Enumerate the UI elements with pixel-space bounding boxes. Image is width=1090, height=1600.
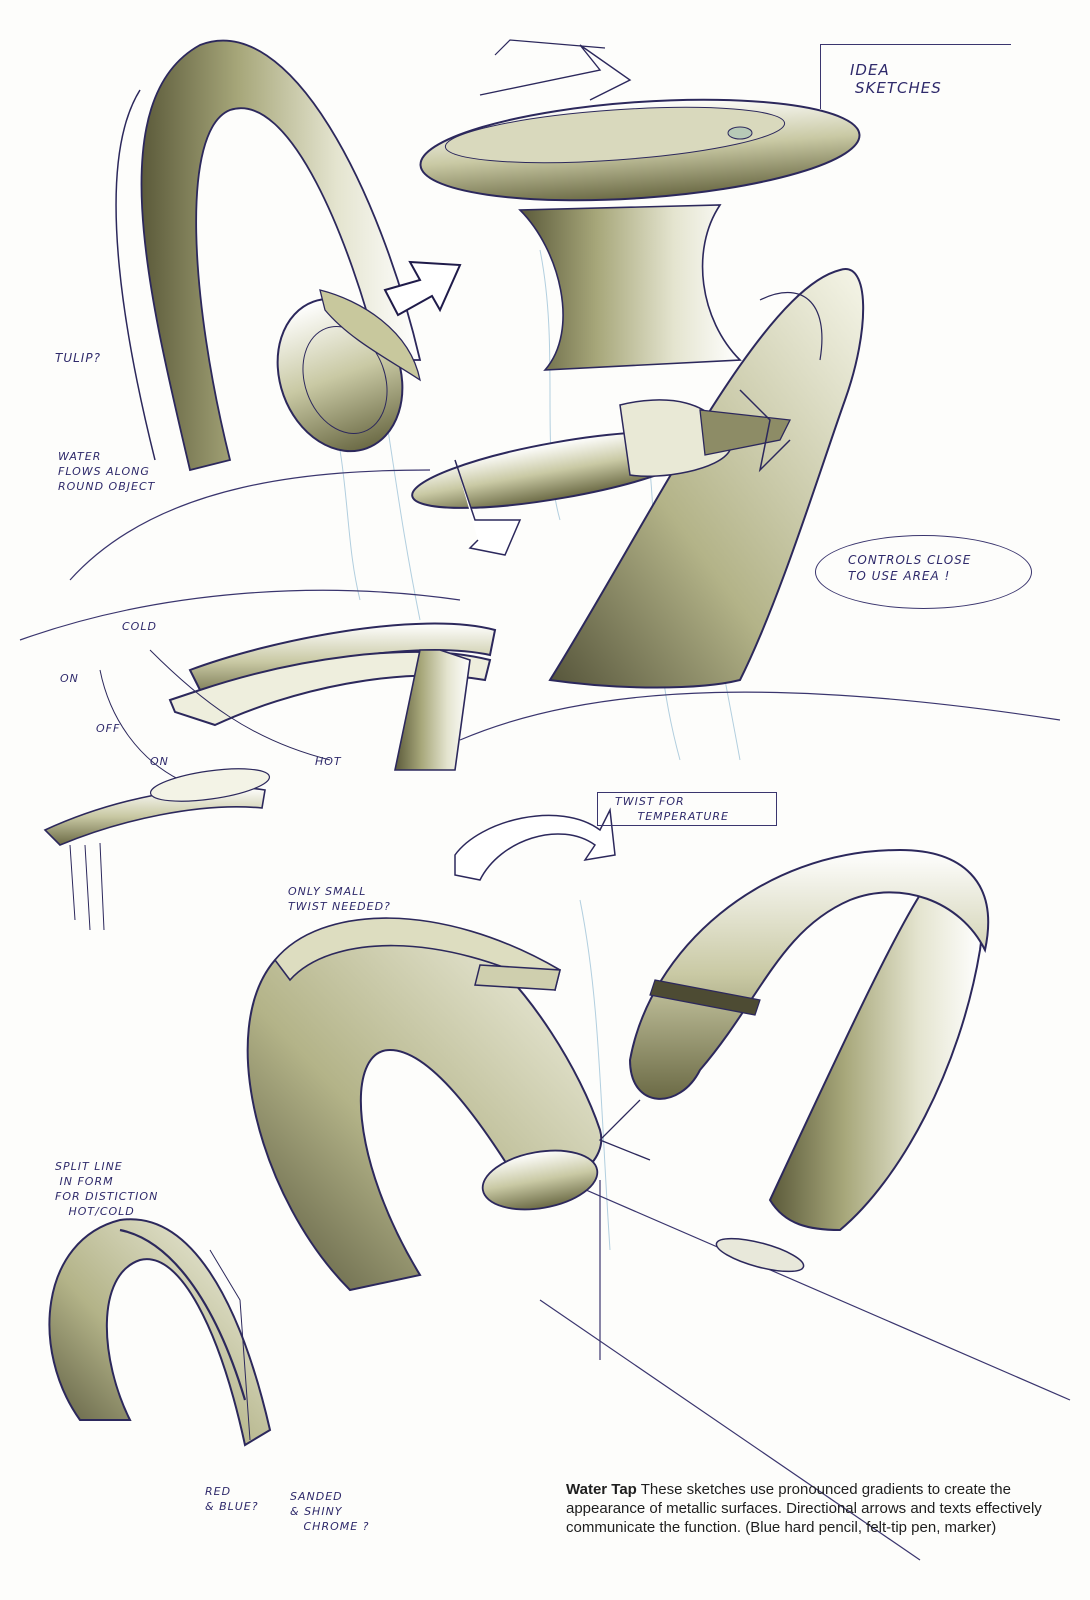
annotation-twist-temperature: TWIST FOR TEMPERATURE	[615, 795, 729, 823]
caption-text: These sketches use pronounced gradients …	[566, 1481, 1042, 1536]
controls-callout-ellipse	[815, 535, 1032, 609]
arched-spout-sketch	[115, 39, 422, 472]
title-line-1: IDEA	[850, 61, 890, 79]
annotation-split-line: SPLIT LINE IN FORM FOR DISTICTION HOT/CO…	[55, 1160, 159, 1218]
figure-caption: Water Tap These sketches use pronounced …	[566, 1480, 1076, 1537]
thick-arch-tap-sketch	[246, 917, 603, 1292]
swan-neck-tap-sketch	[411, 268, 865, 689]
annotation-controls: CONTROLS CLOSE TO USE AREA !	[848, 553, 972, 584]
annotation-cold: COLD	[122, 620, 157, 633]
annotation-sanded-chrome: SANDED & SHINY CHROME ?	[290, 1490, 370, 1533]
annotation-water-flow: WATER FLOWS ALONG ROUND OBJECT	[58, 450, 156, 493]
annotation-on-bottom: ON	[150, 755, 169, 768]
disc-tap-sketch	[419, 39, 861, 371]
annotation-on-top: ON	[60, 672, 79, 685]
twist-temperature-box	[597, 792, 777, 826]
caption-title: Water Tap	[566, 1481, 637, 1498]
annotation-only-small-twist: ONLY SMALL TWIST NEEDED?	[288, 885, 391, 913]
annotation-red-blue: RED & BLUE?	[205, 1485, 259, 1513]
small-spout-sketch	[43, 768, 271, 931]
title-line-2: SKETCHES	[855, 79, 942, 97]
annotation-hot: HOT	[315, 755, 342, 768]
split-line-arch-sketch	[48, 1218, 272, 1447]
annotation-tulip: TULIP?	[55, 351, 101, 365]
annotation-off: OFF	[96, 722, 121, 735]
lever-spout-sketch	[99, 622, 497, 781]
idea-sketches-box	[820, 44, 1011, 109]
arch-tap-rotating-head-sketch	[598, 848, 990, 1273]
